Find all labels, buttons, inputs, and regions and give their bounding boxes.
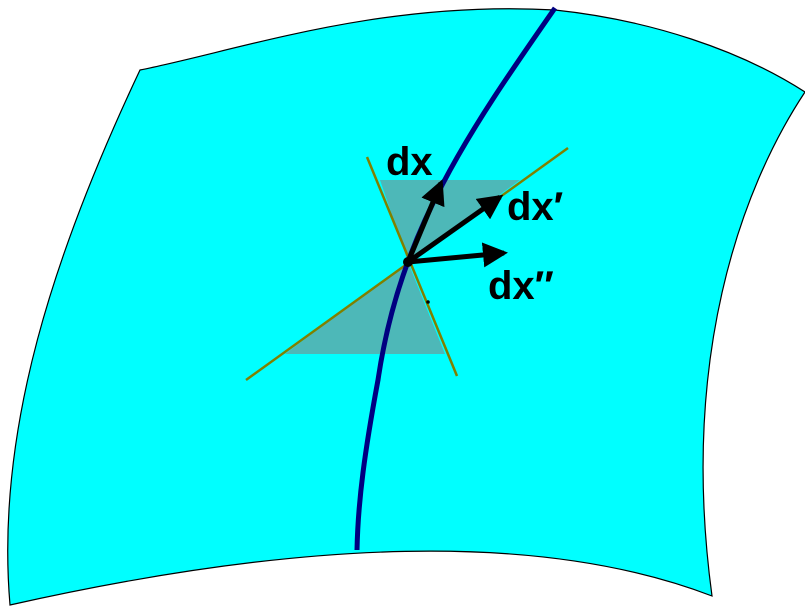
vector-dx-prime-arrow	[406, 194, 504, 265]
small-dot	[426, 300, 430, 304]
event-point	[403, 257, 413, 267]
label-dx: dx	[386, 140, 433, 184]
label-dx-prime: dx′	[507, 185, 563, 229]
vector-dx-arrow	[405, 179, 445, 263]
label-dx-double-prime: dx″	[488, 264, 554, 308]
cone-lower-region	[285, 262, 445, 354]
worldline-curve	[354, 6, 558, 551]
cone-line-steep	[365, 156, 459, 377]
vector-dx-double-prime-arrow	[407, 242, 508, 268]
